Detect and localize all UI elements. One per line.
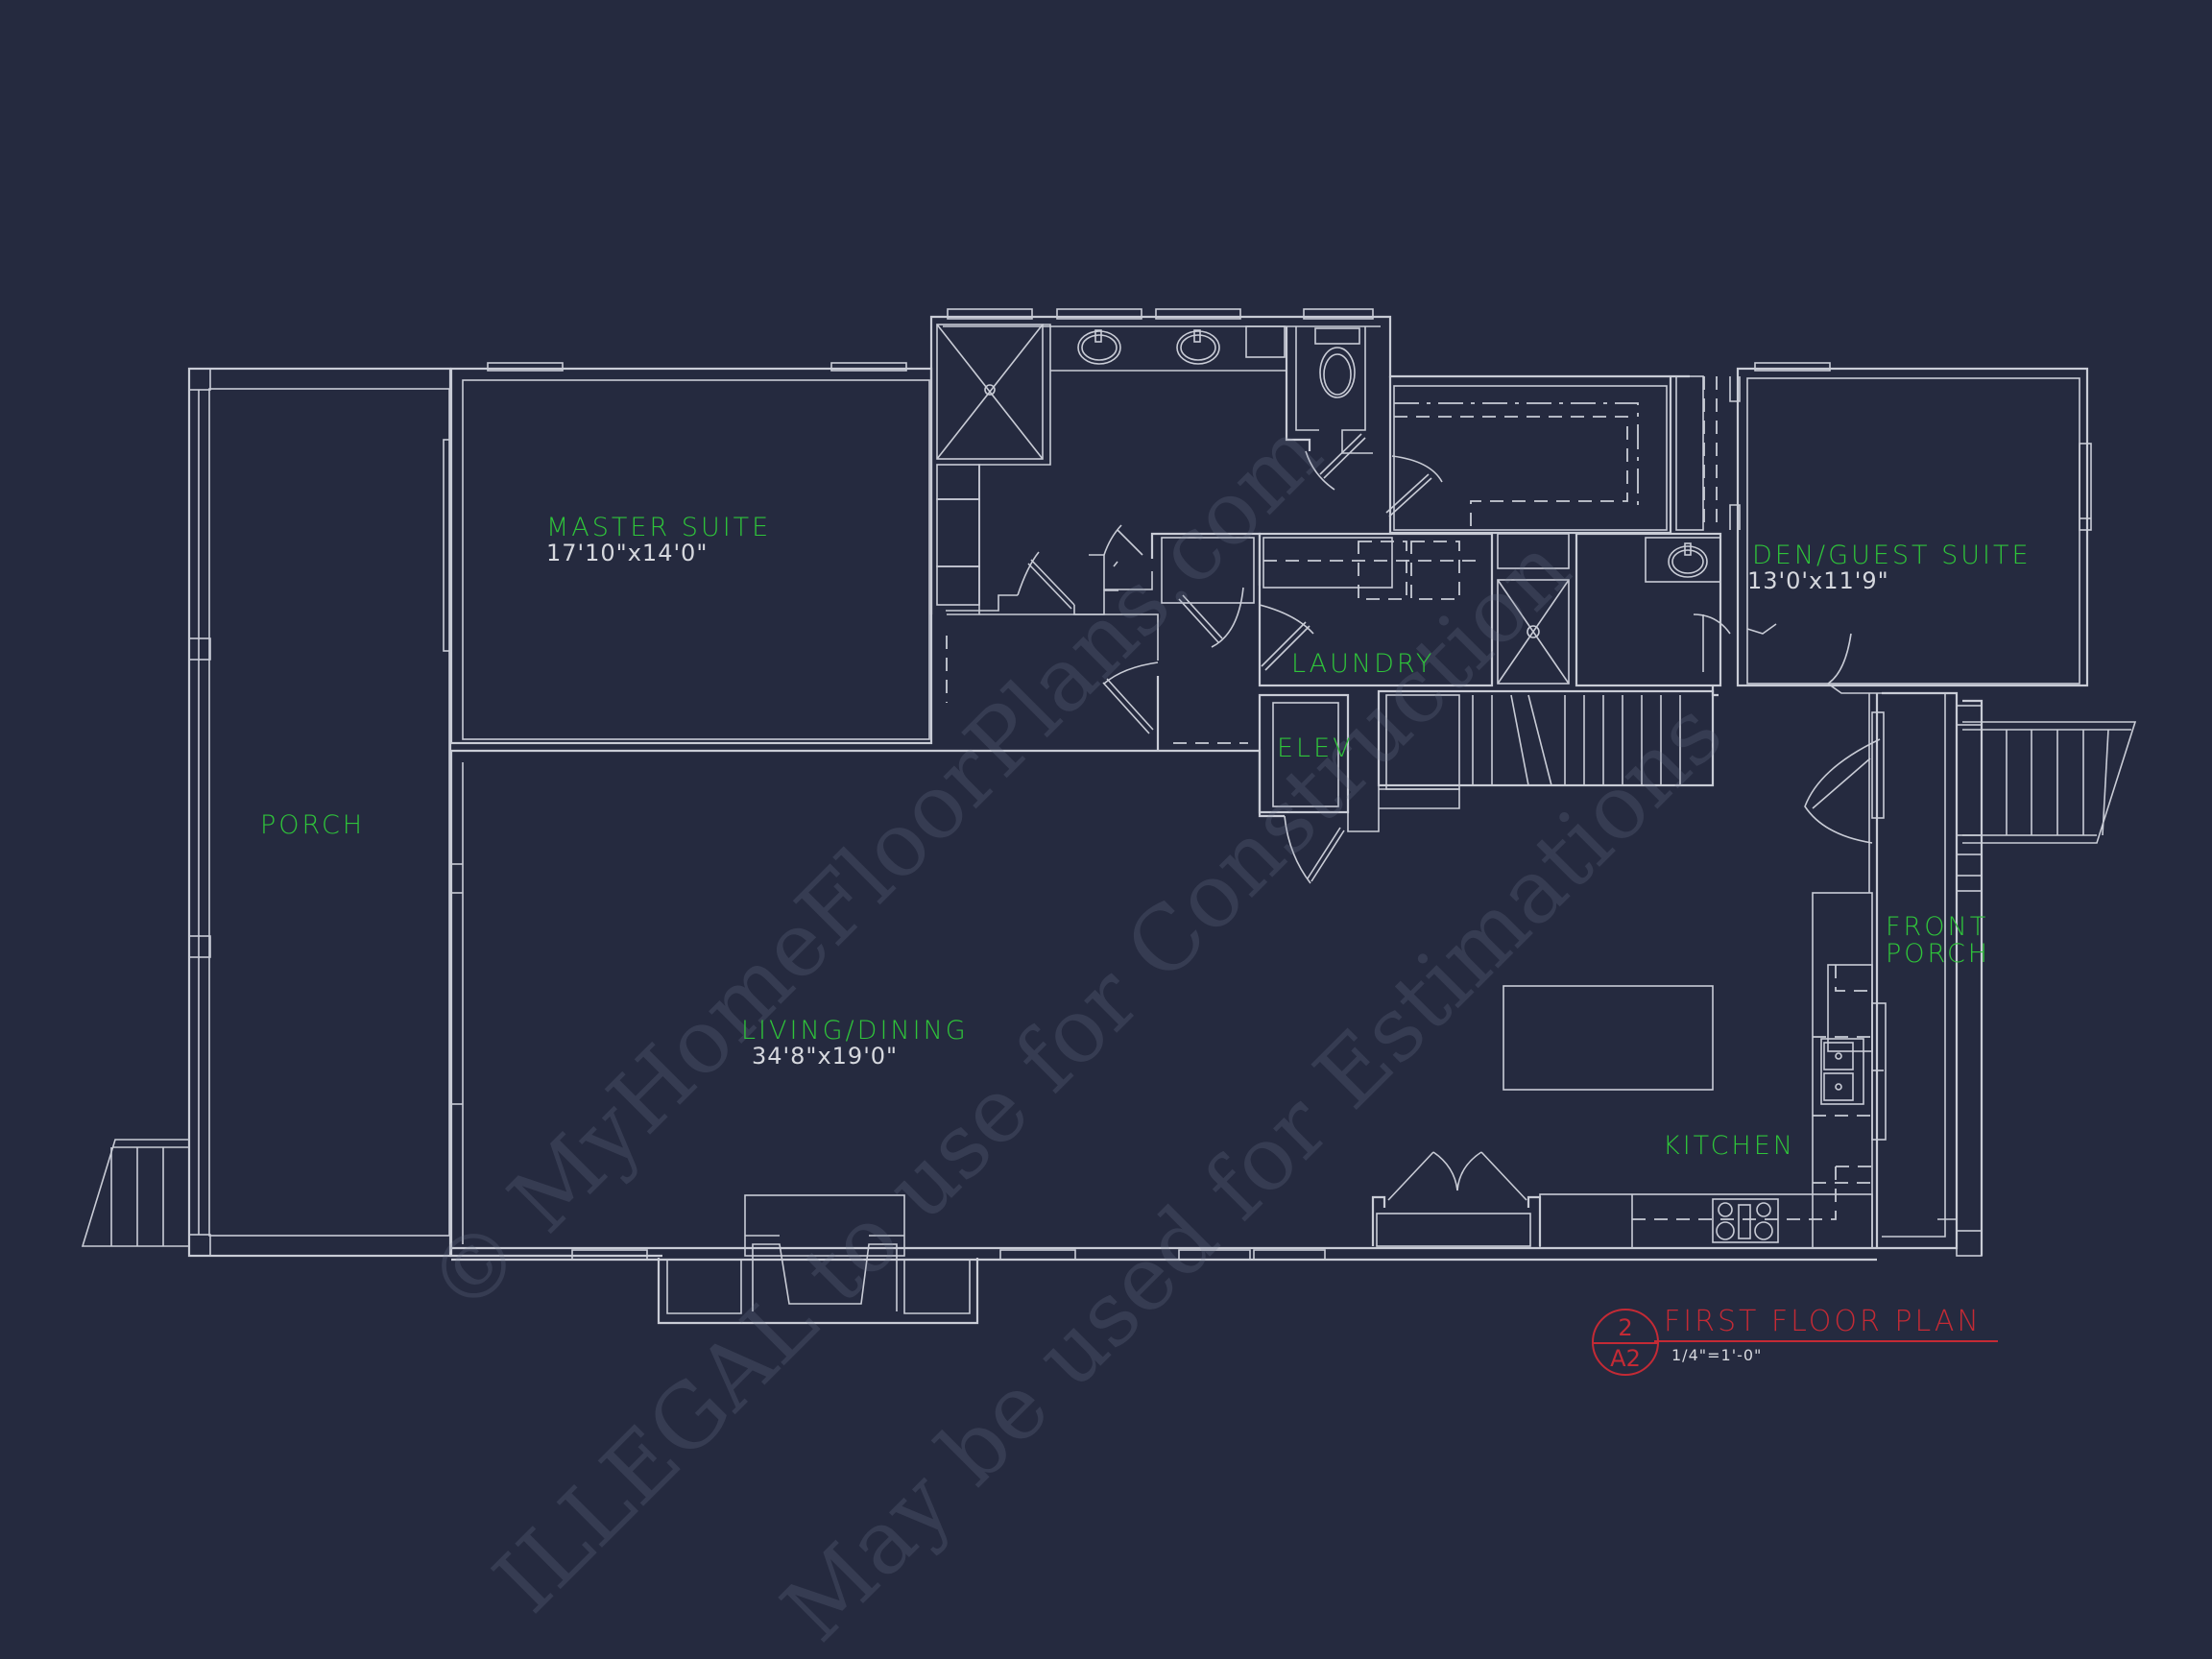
porch-steps-left bbox=[81, 1139, 189, 1247]
title-underline bbox=[1654, 1340, 1998, 1342]
room-dimensions-living-dining: 34'8"x19'0" bbox=[752, 1043, 899, 1070]
kitchen-window bbox=[1871, 1002, 1887, 1141]
drawing-scale: 1/4"=1'-0" bbox=[1671, 1346, 1763, 1364]
master-hall-doors bbox=[930, 524, 1262, 751]
water-closet bbox=[1285, 326, 1373, 491]
main-stairs bbox=[1377, 689, 1715, 809]
drawing-title: FIRST FLOOR PLAN bbox=[1664, 1305, 1982, 1338]
room-label-front-porch-line1: FRONT bbox=[1886, 912, 1989, 942]
fireplace bbox=[657, 1194, 979, 1325]
room-dimensions-master-suite: 17'10"x14'0" bbox=[546, 540, 709, 566]
room-label-elevator: ELEV bbox=[1277, 733, 1354, 763]
den-guest-suite-walls bbox=[1693, 362, 2092, 694]
front-porch bbox=[1877, 691, 2137, 1257]
detail-number: 2 bbox=[1618, 1314, 1633, 1341]
room-label-laundry: LAUNDRY bbox=[1291, 649, 1435, 679]
built-in-cabinet bbox=[1371, 1151, 1542, 1247]
room-label-master-suite: MASTER SUITE bbox=[546, 513, 772, 542]
room-label-den-guest-suite: DEN/GUEST SUITE bbox=[1752, 541, 2032, 570]
guest-bath bbox=[1497, 532, 1722, 687]
callout-divider bbox=[1594, 1342, 1657, 1344]
room-label-front-porch-line2: PORCH bbox=[1886, 939, 1991, 969]
drawing-title-block: 2 A2 FIRST FLOOR PLAN 1/4"=1'-0" bbox=[1589, 1304, 2011, 1381]
room-label-porch: PORCH bbox=[260, 810, 366, 840]
detail-callout-bubble: 2 A2 bbox=[1592, 1309, 1659, 1376]
master-bath-walls bbox=[929, 308, 1690, 614]
walk-in-closet bbox=[1385, 375, 1741, 535]
sheet-number: A2 bbox=[1610, 1345, 1641, 1372]
room-label-living-dining: LIVING/DINING bbox=[741, 1016, 969, 1046]
laundry-room bbox=[1258, 532, 1494, 687]
room-dimensions-den-guest-suite: 13'0'x11'9" bbox=[1747, 567, 1889, 594]
room-label-kitchen: KITCHEN bbox=[1663, 1131, 1795, 1161]
